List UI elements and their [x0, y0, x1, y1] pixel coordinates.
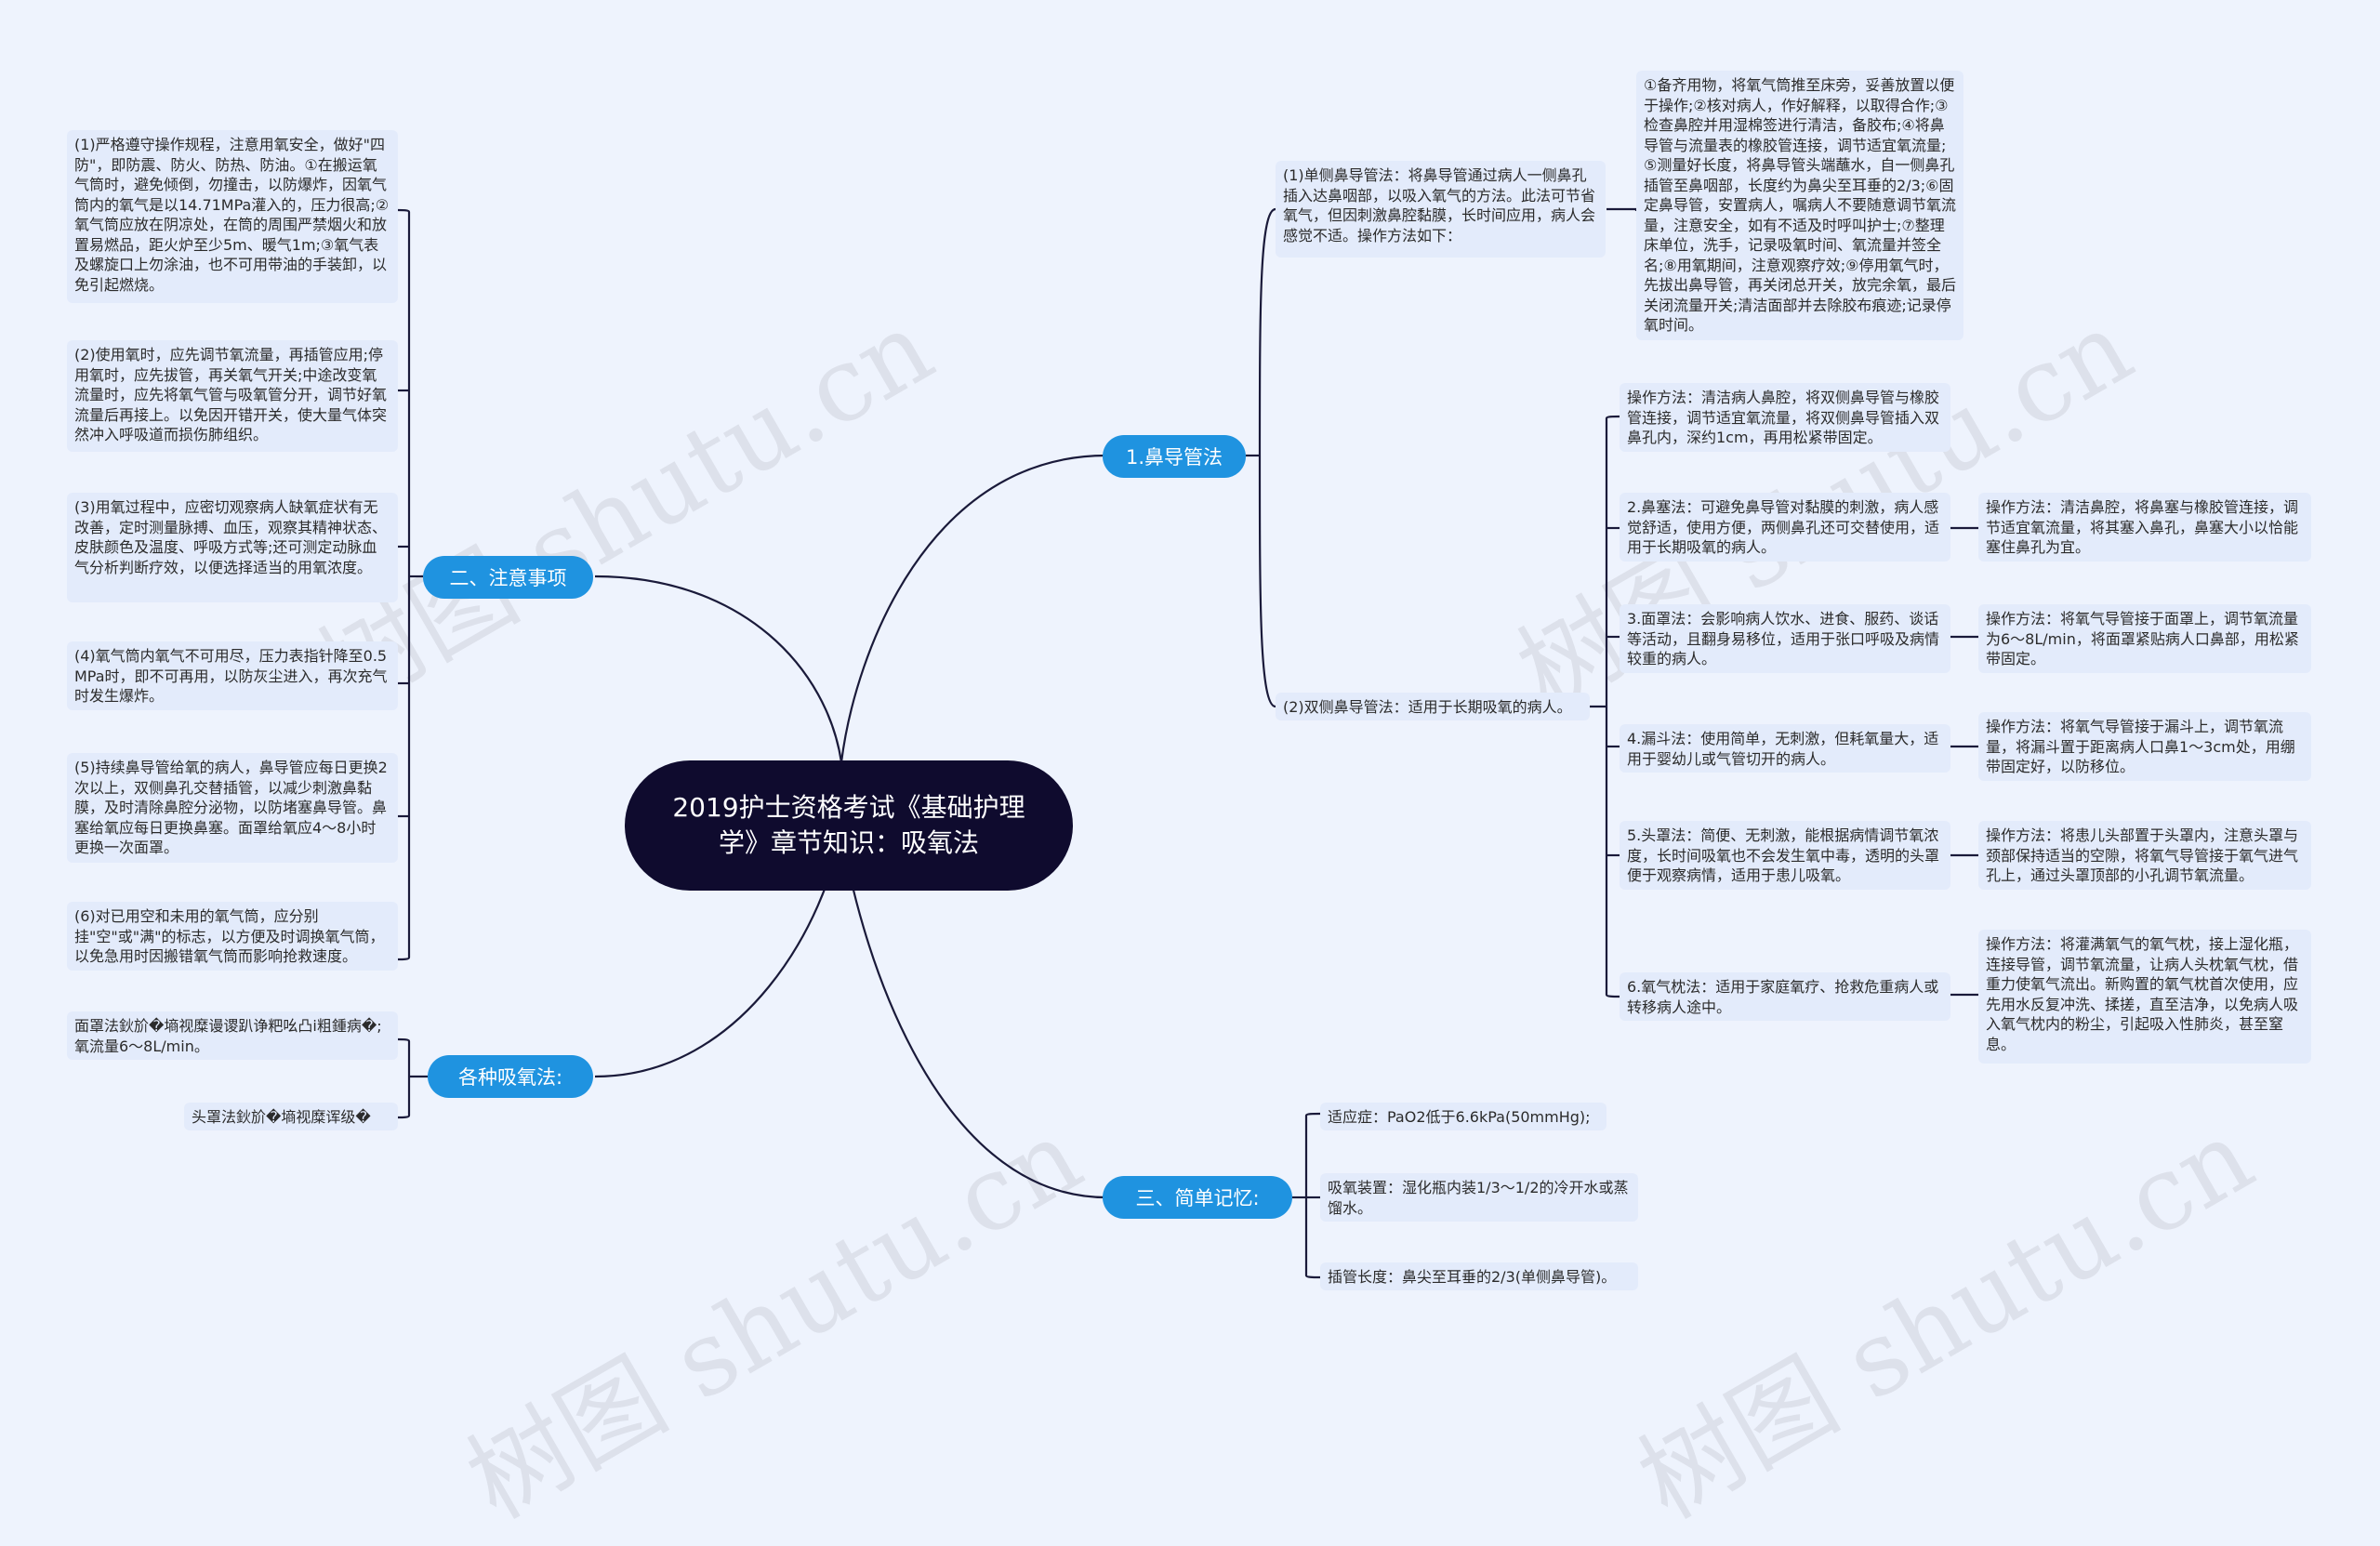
node-text: 2.鼻塞法：可避免鼻导管对黏膜的刺激，病人感觉舒适，使用方便，两侧鼻孔还可交替使… [1627, 498, 1940, 556]
memory-device-node[interactable]: 吸氧装置：湿化瓶内装1/3～1/2的冷开水或蒸馏水。 [1320, 1173, 1638, 1222]
precaution-item-1[interactable]: (1)严格遵守操作规程，注意用氧安全，做好"四防"，即防震、防火、防热、防油。①… [67, 130, 398, 303]
node-text: 5.头罩法：简便、无刺激，能根据病情调节氧浓度，长时间吸氧也不会发生氧中毒，透明… [1627, 826, 1940, 884]
node-text: 操作方法：清洁鼻腔，将鼻塞与橡胶管连接，调节适宜氧流量，将其塞入鼻孔，鼻塞大小以… [1986, 498, 2299, 556]
node-text: 操作方法：清洁病人鼻腔，将双侧鼻导管与橡胶管连接，调节适宜氧流量，将双侧鼻导管插… [1627, 389, 1940, 446]
nasal-plug-operation-node[interactable]: 操作方法：清洁鼻腔，将鼻塞与橡胶管连接，调节适宜氧流量，将其塞入鼻孔，鼻塞大小以… [1978, 493, 2311, 562]
mask-method-summary-node[interactable]: 面罩法鈥斺�墒视糜谩谡趴诤粑吆凸ⅰ粗鍾病�;氧流量6～8L/min。 [67, 1011, 398, 1060]
node-text: (4)氧气筒内氧气不可用尽，压力表指针降至0.5MPa时，即不可再用，以防灰尘进… [74, 647, 388, 705]
node-text: 3.面罩法：会影响病人饮水、进食、服药、谈话等活动，且翻身易移位，适用于张口呼吸… [1627, 610, 1940, 667]
branch-oxygen-methods[interactable]: 各种吸氧法: [428, 1055, 593, 1098]
mask-method-node[interactable]: 3.面罩法：会影响病人饮水、进食、服药、谈话等活动，且翻身易移位，适用于张口呼吸… [1620, 604, 1950, 673]
precaution-item-3[interactable]: (3)用氧过程中，应密切观察病人缺氧症状有无改善，定时测量脉搏、血压，观察其精神… [67, 493, 398, 602]
root-title: 2019护士资格考试《基础护理学》章节知识：吸氧法 [672, 792, 1025, 858]
node-text: 6.氧气枕法：适用于家庭氧疗、抢救危重病人或转移病人途中。 [1627, 978, 1939, 1016]
node-text: 适应症：PaO2低于6.6kPa(50mmHg); [1328, 1108, 1591, 1126]
memory-insertion-length-node[interactable]: 插管长度：鼻尖至耳垂的2/3(单侧鼻导管)。 [1320, 1262, 1638, 1290]
branch-label: 1.鼻导管法 [1125, 446, 1223, 469]
head-hood-operation-node[interactable]: 操作方法：将患儿头部置于头罩内，注意头罩与颈部保持适当的空隙，将氧气导管接于氧气… [1978, 821, 2311, 890]
head-hood-method-node[interactable]: 5.头罩法：简便、无刺激，能根据病情调节氧浓度，长时间吸氧也不会发生氧中毒，透明… [1620, 821, 1950, 890]
nasal-plug-method-node[interactable]: 2.鼻塞法：可避免鼻导管对黏膜的刺激，病人感觉舒适，使用方便，两侧鼻孔还可交替使… [1620, 493, 1950, 562]
funnel-method-node[interactable]: 4.漏斗法：使用简单，无刺激，但耗氧量大，适用于婴幼儿或气管切开的病人。 [1620, 724, 1950, 773]
root-topic[interactable]: 2019护士资格考试《基础护理学》章节知识：吸氧法 [625, 760, 1073, 891]
node-text: 4.漏斗法：使用简单，无刺激，但耗氧量大，适用于婴幼儿或气管切开的病人。 [1627, 730, 1939, 768]
memory-indication-node[interactable]: 适应症：PaO2低于6.6kPa(50mmHg); [1320, 1103, 1606, 1130]
branch-nasal-catheter[interactable]: 1.鼻导管法 [1103, 435, 1246, 478]
node-text: (1)严格遵守操作规程，注意用氧安全，做好"四防"，即防震、防火、防热、防油。①… [74, 136, 390, 294]
single-nasal-steps-node[interactable]: ①备齐用物，将氧气筒推至床旁，妥善放置以便于操作;②核对病人，作好解释，以取得合… [1636, 71, 1964, 340]
oxygen-pillow-operation-node[interactable]: 操作方法：将灌满氧气的氧气枕，接上湿化瓶，连接导管，调节氧流量，让病人头枕氧气枕… [1978, 930, 2311, 1064]
node-text: (2)双侧鼻导管法：适用于长期吸氧的病人。 [1283, 698, 1572, 716]
node-text: 面罩法鈥斺�墒视糜谩谡趴诤粑吆凸ⅰ粗鍾病�;氧流量6～8L/min。 [74, 1017, 382, 1055]
node-text: 操作方法：将氧气导管接于面罩上，调节氧流量为6～8L/min，将面罩紧贴病人口鼻… [1986, 610, 2299, 667]
node-text: (2)使用氧时，应先调节氧流量，再插管应用;停用氧时，应先拔管，再关氧气开关;中… [74, 346, 388, 443]
oxygen-pillow-method-node[interactable]: 6.氧气枕法：适用于家庭氧疗、抢救危重病人或转移病人途中。 [1620, 972, 1950, 1021]
branch-label: 二、注意事项 [449, 567, 567, 589]
mask-operation-node[interactable]: 操作方法：将氧气导管接于面罩上，调节氧流量为6～8L/min，将面罩紧贴病人口鼻… [1978, 604, 2311, 673]
precaution-item-6[interactable]: (6)对已用空和未用的氧气筒，应分别挂"空"或"满"的标志，以方便及时调换氧气筒… [67, 902, 398, 971]
single-nasal-catheter-node[interactable]: (1)单侧鼻导管法：将鼻导管通过病人一侧鼻孔插入达鼻咽部，以吸入氧气的方法。此法… [1276, 161, 1606, 258]
node-text: (3)用氧过程中，应密切观察病人缺氧症状有无改善，定时测量脉搏、血压，观察其精神… [74, 498, 388, 576]
branch-label: 三、简单记忆: [1135, 1187, 1260, 1209]
head-hood-summary-node[interactable]: 头罩法鈥斺�墒视糜诨级� [184, 1103, 398, 1130]
precaution-item-4[interactable]: (4)氧气筒内氧气不可用尽，压力表指针降至0.5MPa时，即不可再用，以防灰尘进… [67, 641, 398, 710]
precaution-item-2[interactable]: (2)使用氧时，应先调节氧流量，再插管应用;停用氧时，应先拔管，再关氧气开关;中… [67, 340, 398, 452]
node-text: 头罩法鈥斺�墒视糜诨级� [192, 1108, 371, 1126]
double-nasal-operation-node[interactable]: 操作方法：清洁病人鼻腔，将双侧鼻导管与橡胶管连接，调节适宜氧流量，将双侧鼻导管插… [1620, 383, 1950, 452]
branch-precautions[interactable]: 二、注意事项 [423, 556, 593, 599]
node-text: (5)持续鼻导管给氧的病人，鼻导管应每日更换2次以上，双侧鼻孔交替插管，以减少刺… [74, 759, 388, 856]
node-text: (6)对已用空和未用的氧气筒，应分别挂"空"或"满"的标志，以方便及时调换氧气筒… [74, 907, 385, 965]
node-text: 插管长度：鼻尖至耳垂的2/3(单侧鼻导管)。 [1328, 1268, 1617, 1286]
node-text: 操作方法：将氧气导管接于漏斗上，调节氧流量，将漏斗置于距离病人口鼻1～3cm处，… [1986, 718, 2295, 775]
funnel-operation-node[interactable]: 操作方法：将氧气导管接于漏斗上，调节氧流量，将漏斗置于距离病人口鼻1～3cm处，… [1978, 712, 2311, 781]
precaution-item-5[interactable]: (5)持续鼻导管给氧的病人，鼻导管应每日更换2次以上，双侧鼻孔交替插管，以减少刺… [67, 753, 398, 863]
node-text: 操作方法：将患儿头部置于头罩内，注意头罩与颈部保持适当的空隙，将氧气导管接于氧气… [1986, 826, 2299, 884]
node-text: 吸氧装置：湿化瓶内装1/3～1/2的冷开水或蒸馏水。 [1328, 1179, 1629, 1217]
node-text: ①备齐用物，将氧气筒推至床旁，妥善放置以便于操作;②核对病人，作好解释，以取得合… [1644, 76, 1957, 334]
double-nasal-catheter-node[interactable]: (2)双侧鼻导管法：适用于长期吸氧的病人。 [1276, 693, 1590, 720]
node-text: (1)单侧鼻导管法：将鼻导管通过病人一侧鼻孔插入达鼻咽部，以吸入氧气的方法。此法… [1283, 166, 1596, 244]
node-text: 操作方法：将灌满氧气的氧气枕，接上湿化瓶，连接导管，调节氧流量，让病人头枕氧气枕… [1986, 935, 2299, 1053]
mindmap-canvas: 树图 shutu.cn 树图 shutu.cn 树图 shutu.cn 树图 s… [67, 71, 2311, 1541]
branch-quick-memory[interactable]: 三、简单记忆: [1103, 1176, 1292, 1219]
branch-label: 各种吸氧法: [457, 1066, 563, 1089]
